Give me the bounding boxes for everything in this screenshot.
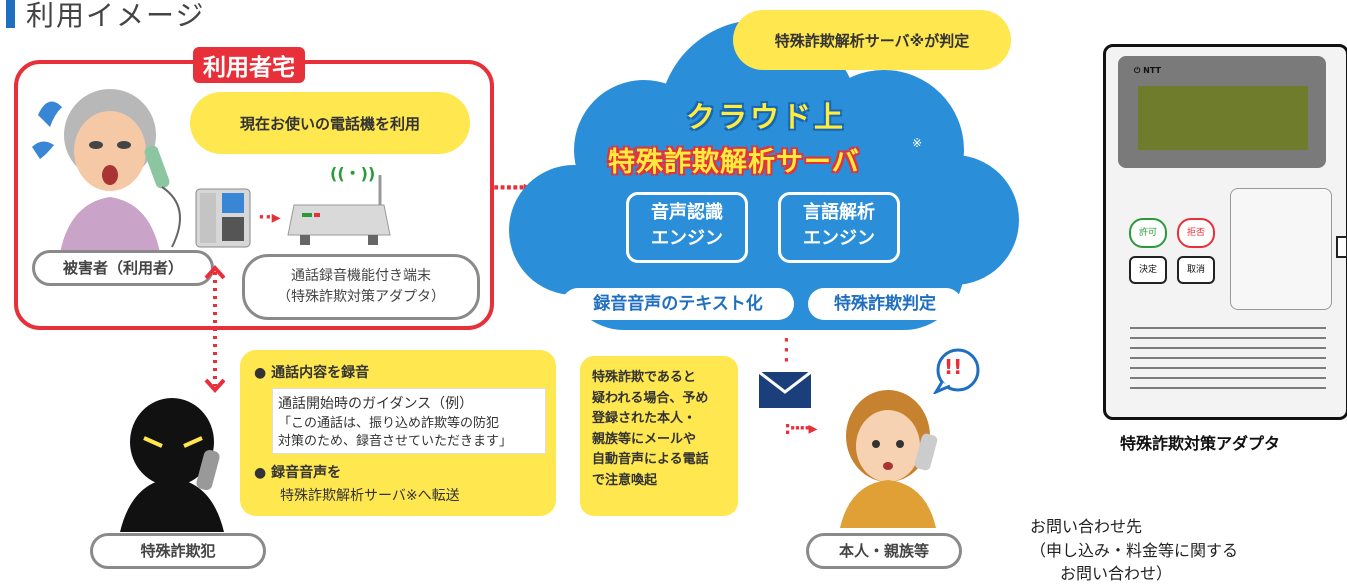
alert-bubble-icon [933,348,980,394]
cloud-title-line2: 特殊詐欺解析サーバ [608,147,860,178]
terminal-label: 通話録音機能付き端末 （特殊詐欺対策アダプタ） [242,254,480,320]
engine2-line1: 言語解析 [803,202,875,223]
cloud-title-line1: クラウド上 [686,100,847,134]
adapter-brand-text: NTT [1143,66,1161,75]
terminal-label-line1: 通話録音機能付き端末 [291,268,431,284]
mail-icon [758,370,812,408]
call-arrow-icon [204,265,226,393]
victim-illustration [32,89,181,253]
victim-label: 被害者（利用者） [32,250,214,286]
notice-box [580,356,738,516]
user-home-label: 利用者宅 [193,47,305,83]
phone-to-terminal-arrow: ··▸ [258,207,281,228]
contact-heading: お問い合わせ先 [1030,517,1143,536]
alert-mark: !! [944,355,963,379]
info-item2: ● 録音音声を [254,465,342,481]
contact-line2: （申し込み・料金等に関する [1030,541,1239,560]
fraudster-label: 特殊詐欺犯 [90,533,266,569]
guidance-line1: 「この通話は、振り込め詐欺等の防犯 [278,416,500,431]
page-title: 利用イメージ [26,0,206,32]
language-analysis-engine: 言語解析 エンジン [778,192,900,263]
fraudster-illustration [120,398,224,532]
judge-bubble: 特殊詐欺解析サーバ※が判定 [733,10,1011,70]
title-accent-bar [6,0,15,28]
handset-icon [144,145,170,189]
decide-button[interactable]: 決定 [1129,256,1167,284]
phone-use-text: 現在お使いの電話機を利用 [239,114,420,133]
engine1-line1: 音声認識 [651,202,723,223]
family-label: 本人・親族等 [806,533,962,569]
phone-use-bubble: 現在お使いの電話機を利用 [190,92,470,154]
recording-terminal-icon [287,175,391,245]
victim-face [74,111,146,191]
allow-button[interactable]: 許可 [1129,218,1167,248]
terminal-label-line2: （特殊詐欺対策アダプタ） [277,289,445,305]
engine2-line2: エンジン [803,228,875,249]
wireless-icon: ((・)) [330,164,376,183]
adapter-side-switch [1336,236,1347,258]
cancel-button[interactable]: 取消 [1177,256,1215,284]
fraud-judgment-pill: 特殊詐欺判定 [808,288,962,320]
adapter-label: 特殊詐欺対策アダプタ [1120,434,1281,453]
info-item1: ● 通話内容を録音 [254,365,370,381]
contact-line3: お問い合わせ） [1060,564,1173,583]
speaker-grille [1130,327,1326,389]
speech-recognition-engine: 音声認識 エンジン [626,192,748,263]
adapter-brand: ⏻ NTT [1134,66,1161,76]
guidance-title: 通話開始時のガイダンス（例） [278,396,474,412]
judge-bubble-text: 特殊詐欺解析サーバ※が判定 [774,31,970,50]
adapter-panel [1230,188,1332,310]
mail-to-family-arrow: :····▸ [784,418,818,439]
reject-button[interactable]: 拒否 [1177,218,1215,248]
victim-body [60,197,160,253]
cloud-to-mail-arrow: ··· [783,330,790,371]
engine1-line2: エンジン [651,228,723,249]
adapter-lcd [1138,86,1308,150]
sweat-drop-icon [38,101,62,127]
info-item2-line2: 特殊詐欺解析サーバ※へ転送 [280,488,460,504]
sweat-drop-icon-2 [32,141,54,159]
cloud-note-mark: ※ [912,136,923,150]
desk-phone-icon [195,188,251,248]
notice-text: 特殊詐欺であると 疑われる場合、予め 登録された本人・ 親族等にメールや 自動音… [592,370,709,488]
guidance-line2: 対策のため、録音させていただきます」 [278,434,513,449]
guidance-box [272,388,546,454]
power-icon: ⏻ [1134,66,1144,75]
family-illustration [840,390,938,528]
text-conversion-pill: 録音音声のテキスト化 [562,288,794,320]
